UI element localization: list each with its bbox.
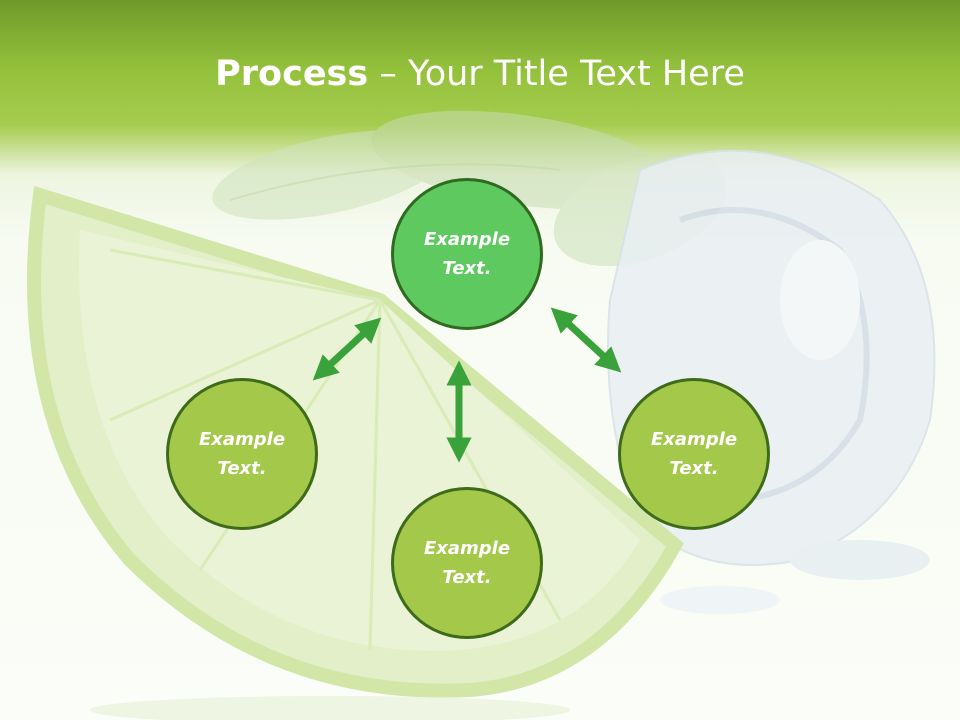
node-top-line1: Example [423, 229, 511, 250]
title-rest: – Your Title Text Here [368, 54, 745, 94]
node-bottom-line1: Example [423, 538, 511, 559]
slide-title: Process – Your Title Text Here [0, 52, 960, 96]
node-bottom-line2: Text. [442, 567, 492, 588]
node-left-line1: Example [198, 429, 286, 450]
node-right-line2: Text. [669, 458, 719, 479]
node-top-line2: Text. [442, 258, 492, 279]
node-left-line2: Text. [217, 458, 267, 479]
lime-slice-image [27, 185, 684, 720]
node-right-line1: Example [650, 429, 738, 450]
title-bold: Process [215, 54, 369, 94]
